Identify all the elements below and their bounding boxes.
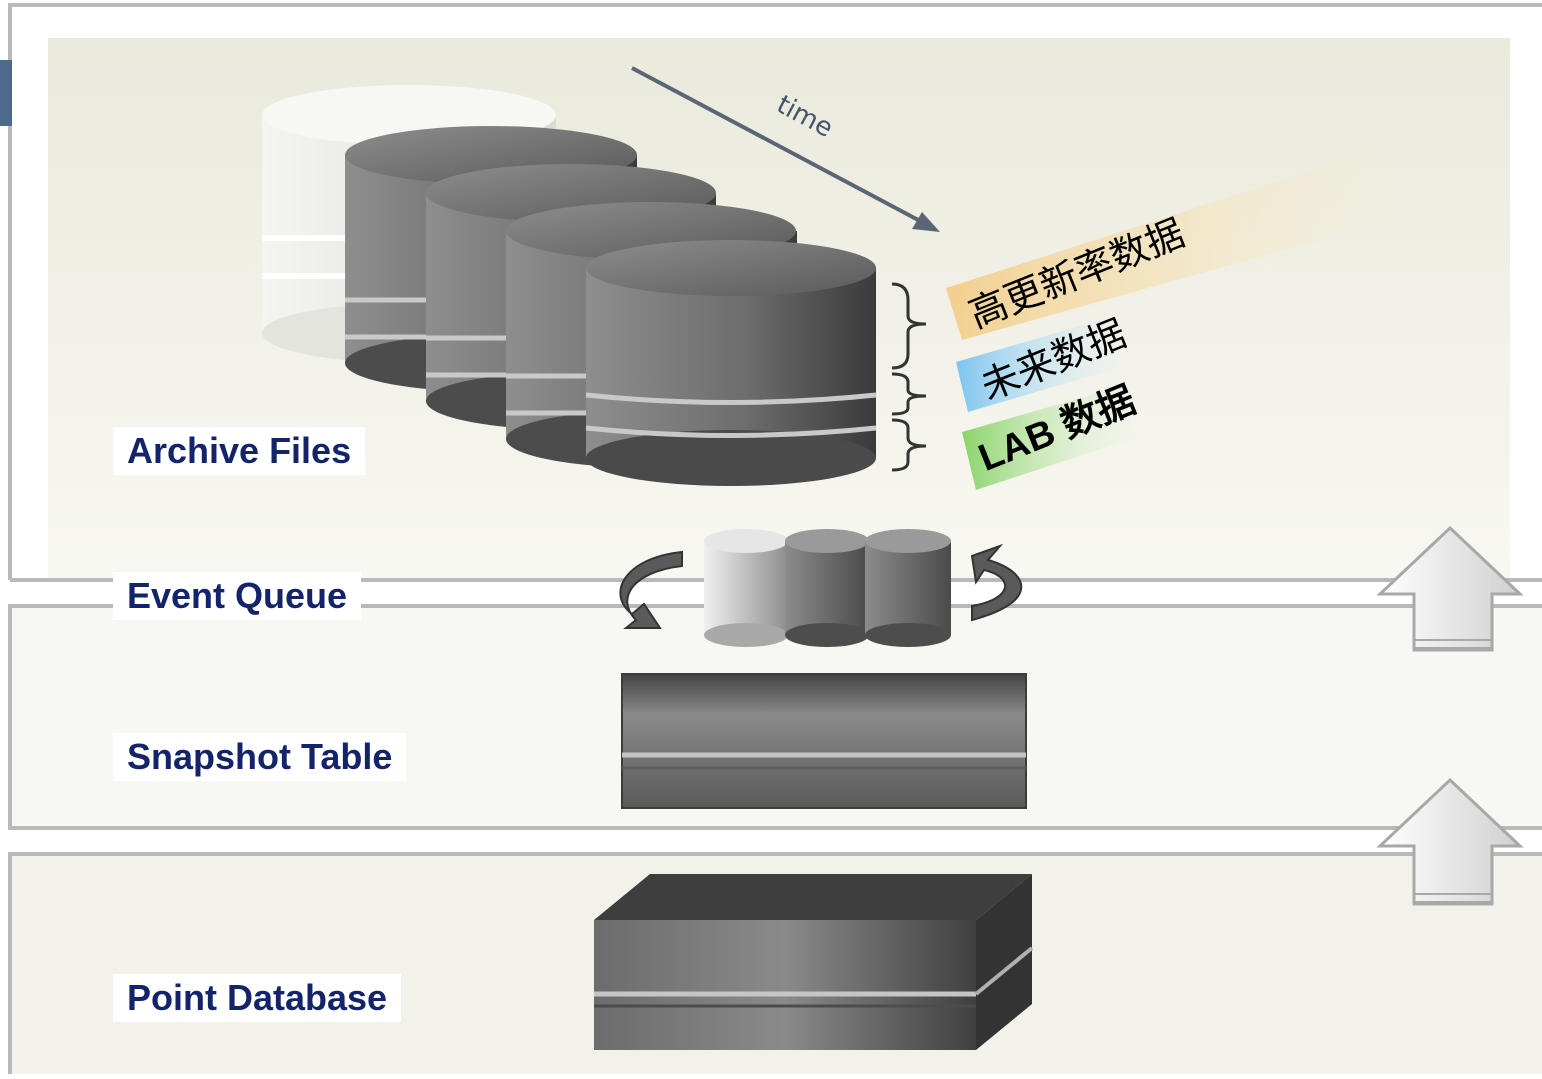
- data-braces: [891, 282, 927, 472]
- archive-cylinders: [262, 85, 877, 486]
- time-arrow: [631, 66, 940, 232]
- queue-cylinder-2: [785, 529, 869, 647]
- point-database-block: [594, 874, 1034, 1050]
- point-database-label: Point Database: [113, 974, 402, 1022]
- snapshot-table-label: Snapshot Table: [113, 733, 407, 781]
- queue-right-cycle-arrow: [970, 543, 1023, 622]
- up-arrow-snapshot-to-archive: [1376, 525, 1524, 652]
- lab-highlight: [962, 386, 1134, 490]
- side-tab: [0, 60, 12, 126]
- queue-left-cycle-arrow: [619, 550, 683, 629]
- archive-cylinder-current: [585, 240, 877, 486]
- event-queue-cylinders: [704, 529, 951, 647]
- high-rate-highlight: [946, 148, 1398, 340]
- brace-future: [891, 372, 927, 416]
- snapshot-table-slab: [621, 673, 1027, 809]
- up-arrow-point-to-snapshot: [1376, 777, 1524, 906]
- brace-lab: [891, 418, 927, 472]
- brace-high-rate: [891, 282, 927, 370]
- event-queue-label: Event Queue: [113, 572, 362, 620]
- future-highlight: [956, 318, 1118, 412]
- queue-cylinder-3: [865, 529, 951, 647]
- archive-files-label: Archive Files: [113, 427, 366, 475]
- queue-cylinder-1: [704, 529, 788, 647]
